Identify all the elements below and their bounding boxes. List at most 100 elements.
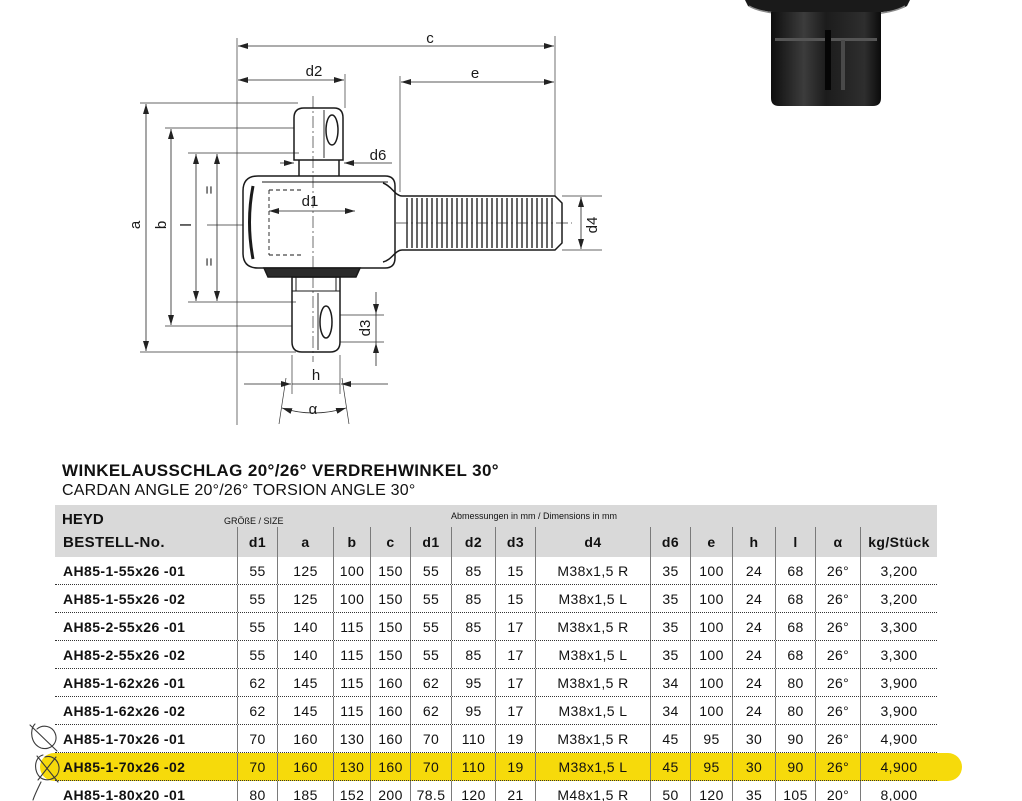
label-d2: d2 xyxy=(306,63,323,80)
rod-end-outline xyxy=(242,107,563,353)
table-cell: 17 xyxy=(495,613,535,640)
header-dimensions-label: Abmessungen in mm / Dimensions in mm xyxy=(451,511,618,521)
column-header: c xyxy=(370,527,410,557)
table-cell: M38x1,5 R xyxy=(535,669,650,696)
table-cell: 55 xyxy=(410,613,451,640)
table-cell: 110 xyxy=(451,725,495,752)
table-cell: 62 xyxy=(237,697,277,724)
table-cell: 100 xyxy=(333,585,370,612)
table-header-row: BESTELL-No. d1 a b c d1 d2 d3 d4 d6 e h … xyxy=(55,527,937,557)
table-cell: 152 xyxy=(333,781,370,801)
table-cell: 35 xyxy=(732,781,775,801)
table-cell: 62 xyxy=(237,669,277,696)
table-cell: 68 xyxy=(775,557,815,584)
table-cell: 35 xyxy=(650,585,690,612)
table-cell: 34 xyxy=(650,697,690,724)
table-cell: 125 xyxy=(277,585,333,612)
table-cell: 34 xyxy=(650,669,690,696)
table-cell: 150 xyxy=(370,613,410,640)
column-header: e xyxy=(690,527,732,557)
column-header: d1 xyxy=(410,527,451,557)
table-cell: 145 xyxy=(277,697,333,724)
table-cell: 24 xyxy=(732,613,775,640)
table-cell: 26° xyxy=(815,641,860,668)
table-cell: 160 xyxy=(370,753,410,780)
table-cell: 4,900 xyxy=(860,725,937,752)
table-cell: M38x1,5 R xyxy=(535,725,650,752)
label-equal-bottom: = xyxy=(201,257,218,266)
table-cell: 50 xyxy=(650,781,690,801)
order-number-cell: AH85-1-62x26 -01 xyxy=(63,674,186,691)
table-cell: 26° xyxy=(815,557,860,584)
table-cell: 24 xyxy=(732,557,775,584)
label-d6: d6 xyxy=(370,147,387,164)
table-cell: 26° xyxy=(815,725,860,752)
label-e: e xyxy=(471,65,479,82)
table-cell: 115 xyxy=(333,669,370,696)
column-header: a xyxy=(277,527,333,557)
table-cell: 100 xyxy=(690,697,732,724)
table-cell: 21 xyxy=(495,781,535,801)
table-cell: 130 xyxy=(333,725,370,752)
table-cell: M38x1,5 R xyxy=(535,557,650,584)
table-cell: M38x1,5 R xyxy=(535,613,650,640)
label-d1: d1 xyxy=(302,193,319,210)
label-h: h xyxy=(312,367,320,384)
column-header: kg/Stück xyxy=(860,527,937,557)
table-cell: 35 xyxy=(650,557,690,584)
table-cell: 3,200 xyxy=(860,557,937,584)
table-cell: 85 xyxy=(451,641,495,668)
table-cell: 160 xyxy=(370,697,410,724)
table-cell: 4,900 xyxy=(860,753,937,780)
table-cell: 15 xyxy=(495,557,535,584)
label-a: a xyxy=(127,220,144,229)
table-cell: M38x1,5 L xyxy=(535,753,650,780)
table-cell: 140 xyxy=(277,641,333,668)
order-number-cell: AH85-2-55x26 -02 xyxy=(63,646,186,663)
table-cell: 30 xyxy=(732,753,775,780)
table-cell: 85 xyxy=(451,557,495,584)
table-cell: 70 xyxy=(237,725,277,752)
column-header: d1 xyxy=(237,527,277,557)
column-header: α xyxy=(815,527,860,557)
dimension-lines xyxy=(143,43,584,414)
table-cell: 95 xyxy=(690,725,732,752)
table-cell: 3,300 xyxy=(860,641,937,668)
table-cell: 80 xyxy=(775,697,815,724)
table-cell: 80 xyxy=(775,669,815,696)
table-cell: 55 xyxy=(410,585,451,612)
table-cell: 160 xyxy=(277,725,333,752)
table-cell: 17 xyxy=(495,669,535,696)
table-cell: 24 xyxy=(732,669,775,696)
row-highlight xyxy=(40,753,962,781)
table-cell: 68 xyxy=(775,585,815,612)
table-cell: 68 xyxy=(775,641,815,668)
order-number-cell: AH85-1-70x26 -01 xyxy=(63,730,186,747)
table-cell: 55 xyxy=(410,557,451,584)
table-cell: 160 xyxy=(277,753,333,780)
header-heyd: HEYD xyxy=(62,511,104,528)
page-subtitle: CARDAN ANGLE 20°/26° TORSION ANGLE 30° xyxy=(62,482,416,499)
page-title: WINKELAUSSCHLAG 20°/26° VERDREHWINKEL 30… xyxy=(62,461,499,480)
thread-hatching xyxy=(404,198,556,248)
table-cell: 70 xyxy=(410,753,451,780)
table-cell: 55 xyxy=(410,641,451,668)
table-cell: 62 xyxy=(410,669,451,696)
table-cell: 3,200 xyxy=(860,585,937,612)
label-d4: d4 xyxy=(584,217,601,234)
table-cell: 55 xyxy=(237,641,277,668)
table-cell: 120 xyxy=(690,781,732,801)
table-cell: 100 xyxy=(690,669,732,696)
header-size-label: GRÖßE / SIZE xyxy=(224,516,284,526)
table-cell: 70 xyxy=(237,753,277,780)
table-cell: 90 xyxy=(775,753,815,780)
label-equal-top: = xyxy=(201,185,218,194)
table-cell: 95 xyxy=(451,669,495,696)
table-cell: 26° xyxy=(815,753,860,780)
table-cell: 55 xyxy=(237,557,277,584)
